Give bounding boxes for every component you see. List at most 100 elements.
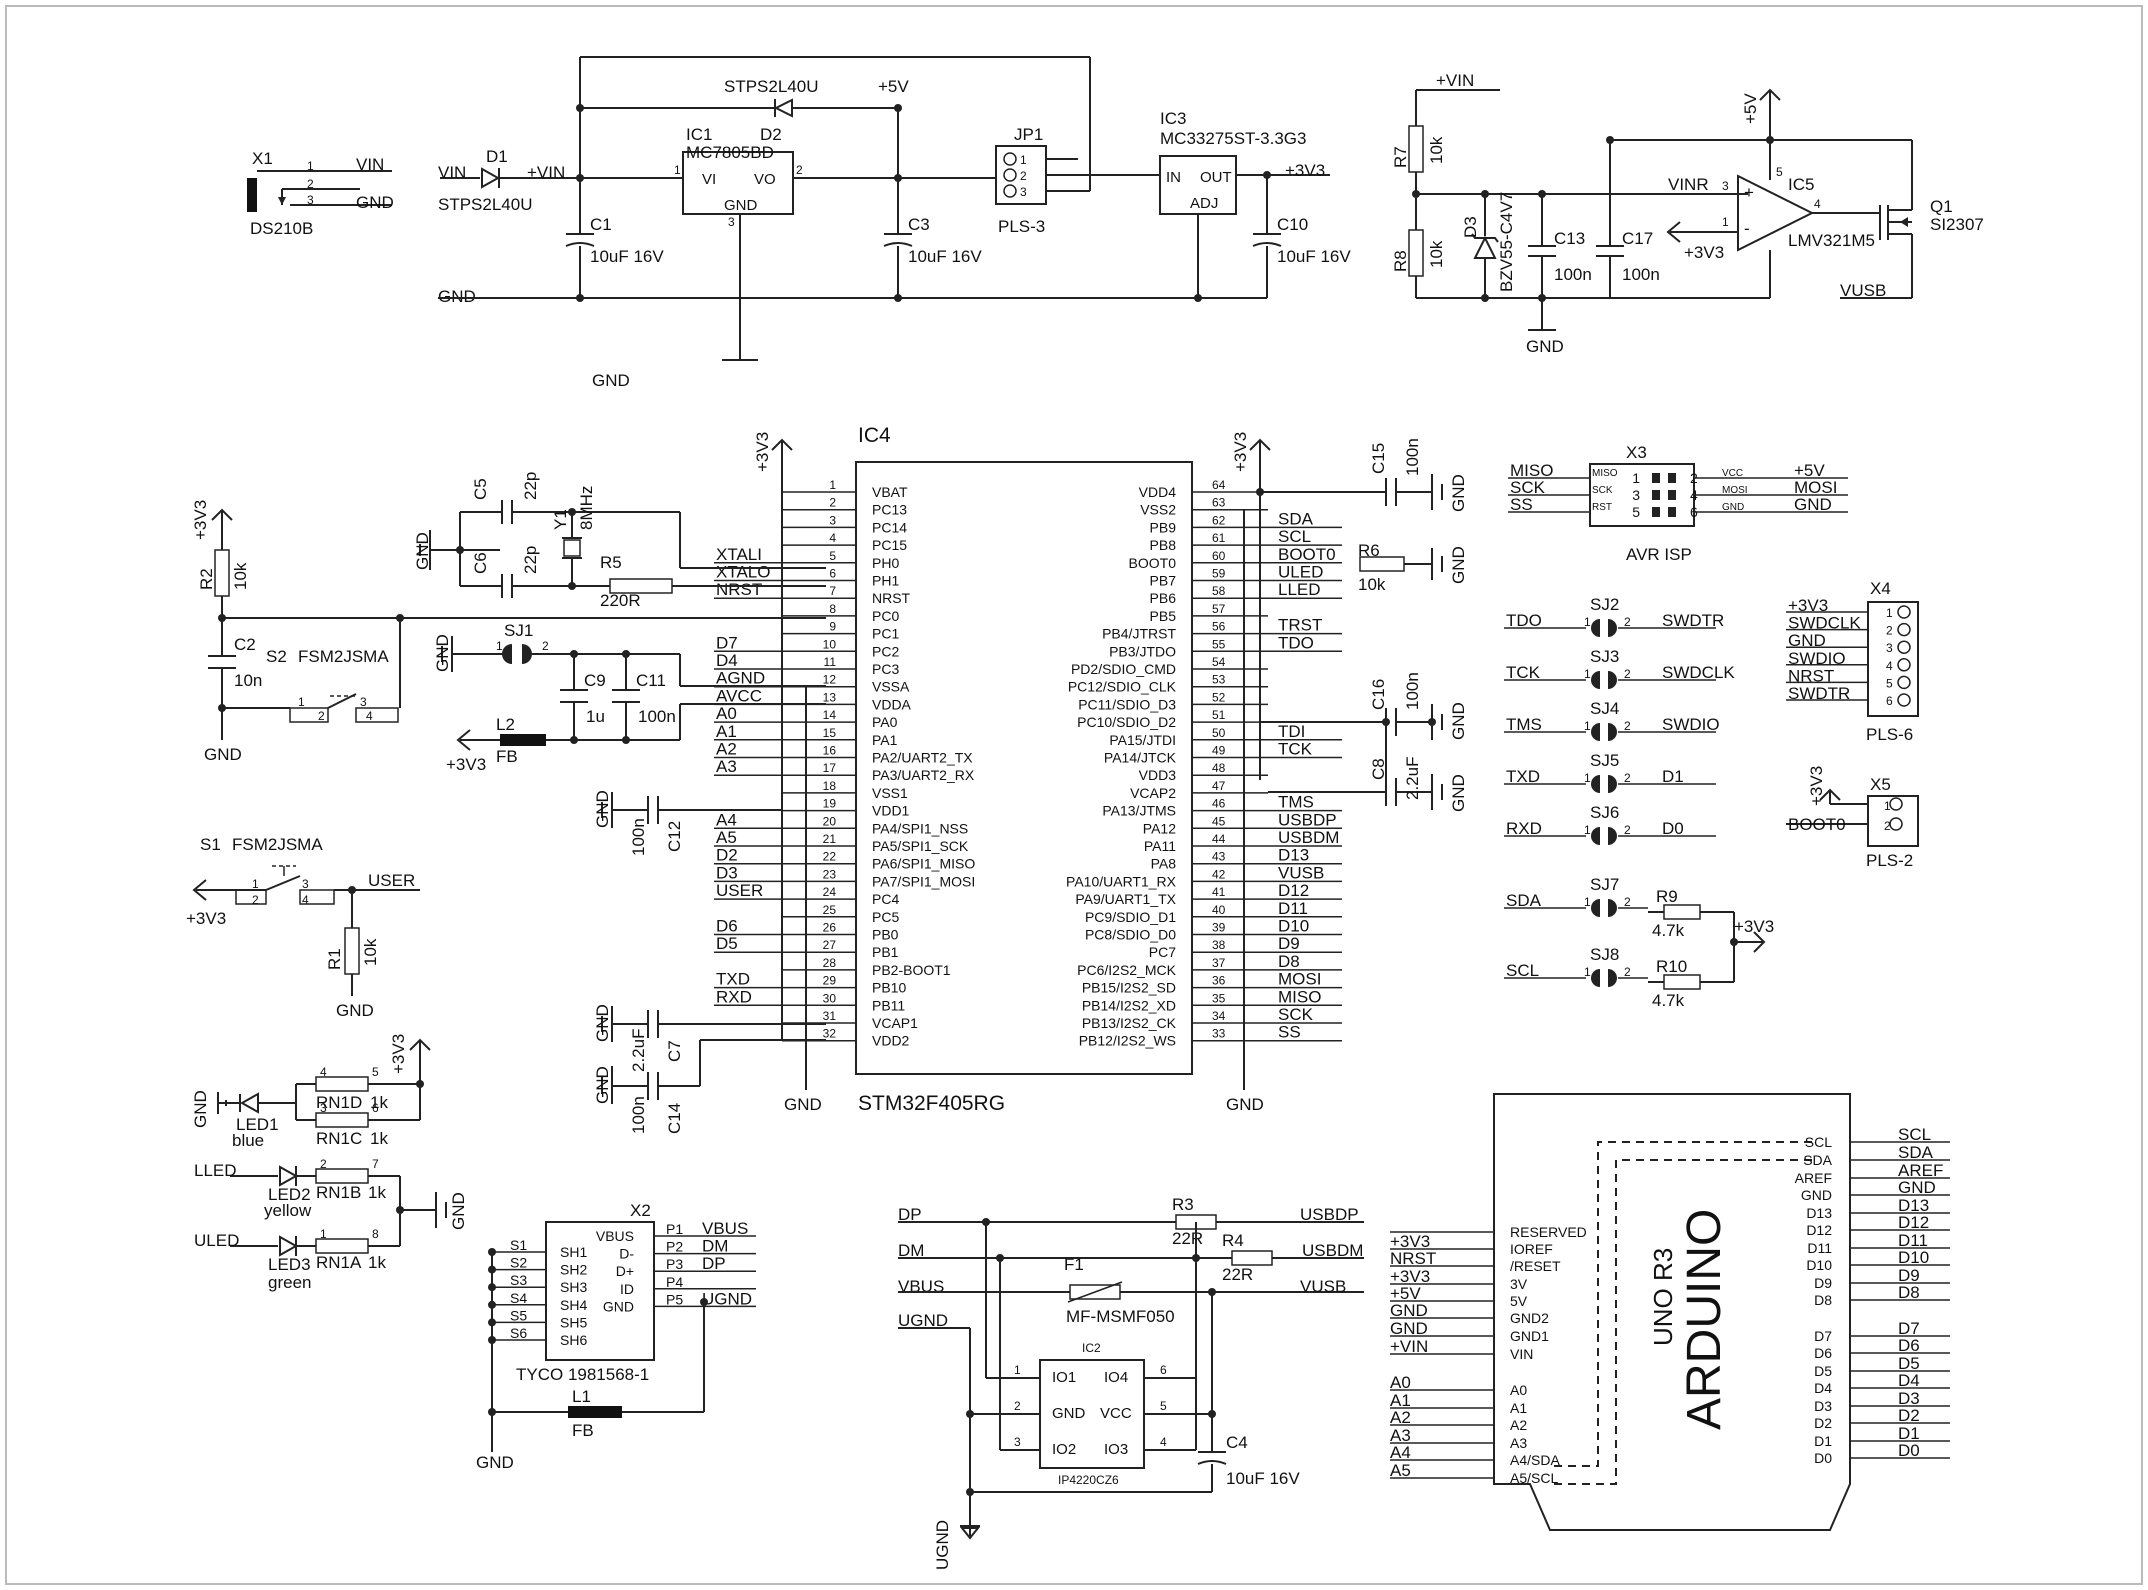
ic3-regulator <box>1159 155 1237 215</box>
svg-text:UGND: UGND <box>898 1311 948 1330</box>
svg-text:ADJ: ADJ <box>1190 195 1218 212</box>
svg-text:2: 2 <box>307 177 314 191</box>
isp-left-pin: 1 <box>1632 470 1640 486</box>
sj-pad <box>1608 827 1617 845</box>
x4-pin-number: 1 <box>1886 606 1893 620</box>
mcu-pin-number: 42 <box>1212 867 1226 881</box>
x2-shield-pin: S5 <box>510 1307 527 1323</box>
x4-pin-number: 4 <box>1886 659 1893 673</box>
svg-text:F1: F1 <box>1064 1255 1084 1274</box>
x4-net-label: NRST <box>1788 666 1834 685</box>
mcu-pin-number: 34 <box>1212 1009 1226 1023</box>
arduino-left-pin: 3V <box>1510 1276 1528 1292</box>
mcu-pin-name: PA15/JTDI <box>1109 732 1176 748</box>
arduino-left-net: GND <box>1390 1319 1428 1338</box>
svg-text:GND: GND <box>1226 1095 1264 1114</box>
mcu-pin-number: 60 <box>1212 549 1226 563</box>
mcu-net-label: A1 <box>716 722 737 741</box>
mcu-pin-name: PA7/SPI1_MOSI <box>872 873 975 889</box>
sj-left-net: SCL <box>1506 961 1539 980</box>
mcu-net-label: AVCC <box>716 686 762 705</box>
mcu-pin-name: PB7 <box>1150 573 1177 589</box>
svg-text:R3: R3 <box>1172 1195 1194 1214</box>
svg-text:FB: FB <box>496 747 518 766</box>
mcu-net-label: A2 <box>716 740 737 759</box>
mcu-net-label: AGND <box>716 669 765 688</box>
mcu-pin-name: PB3/JTDO <box>1109 643 1176 659</box>
arduino-right-pin: D9 <box>1814 1275 1832 1291</box>
sj-pin: 2 <box>1624 823 1631 837</box>
svg-text:Q1: Q1 <box>1930 197 1953 216</box>
mcu-pin-number: 63 <box>1212 496 1226 510</box>
sj-pad <box>1591 899 1600 917</box>
mcu-pin-number: 19 <box>823 797 837 811</box>
sj-pad <box>1591 619 1600 637</box>
svg-text:10k: 10k <box>1427 240 1446 268</box>
x2-signal-pin: P4 <box>666 1274 683 1290</box>
svg-text:FSM2JSMA: FSM2JSMA <box>232 835 323 854</box>
mcu-net-label: TMS <box>1278 793 1314 812</box>
d3-zener-icon <box>1473 235 1497 259</box>
x4-pin-circle <box>1897 605 1911 619</box>
sj-right-net: SWDTR <box>1662 611 1724 630</box>
sj-ref: SJ4 <box>1590 699 1619 718</box>
arduino-left-pin: A1 <box>1510 1400 1527 1416</box>
mcu-pin-name: PB1 <box>872 944 899 960</box>
sj-pad <box>1608 899 1617 917</box>
mcu-pin-number: 11 <box>824 655 837 669</box>
mcu-pin-name: PA0 <box>872 714 898 730</box>
svg-text:100n: 100n <box>1554 265 1592 284</box>
x1-part: DS210B <box>250 219 313 238</box>
svg-text:5: 5 <box>372 1065 379 1079</box>
arduino-right-pin: D12 <box>1806 1222 1832 1238</box>
sj-pad <box>1608 775 1617 793</box>
mcu-pin-name: PC14 <box>872 519 907 535</box>
mcu-pin-name: PC8/SDIO_D0 <box>1085 927 1176 943</box>
sj-pin: 2 <box>1624 895 1631 909</box>
x5-section: X5 PLS-2 +3V3 1 2 BOOT0 <box>1786 766 1919 870</box>
arduino-left-pin: IOREF <box>1510 1241 1553 1257</box>
x2-shield-name: SH2 <box>560 1262 587 1278</box>
arduino-right-net: D3 <box>1898 1389 1920 1408</box>
mcu-pin-number: 7 <box>829 584 836 598</box>
svg-text:R10: R10 <box>1656 957 1687 976</box>
x4-section: X4 PLS-6 1+3V32SWDCLK3GND4SWDIO5NRST6SWD… <box>1786 579 1919 744</box>
mcu-pin-name: PC7 <box>1149 944 1176 960</box>
svg-text:IC5: IC5 <box>1788 175 1814 194</box>
r10-resistor <box>1663 974 1701 990</box>
mcu-pin-number: 54 <box>1212 655 1226 669</box>
mcu-pin-number: 2 <box>829 496 836 510</box>
mcu-pin-name: PA9/UART1_TX <box>1075 891 1176 907</box>
svg-text:ULED: ULED <box>194 1231 239 1250</box>
sj-ref: SJ5 <box>1590 751 1619 770</box>
x2-shield-name: SH4 <box>560 1297 587 1313</box>
svg-text:+3V3: +3V3 <box>186 909 226 928</box>
svg-text:S2: S2 <box>266 647 287 666</box>
arduino-left-net: A1 <box>1390 1391 1411 1410</box>
sj-pin: 2 <box>1624 771 1631 785</box>
mcu-net-label: VUSB <box>1278 863 1324 882</box>
svg-text:3: 3 <box>1014 1435 1021 1449</box>
svg-text:1: 1 <box>1020 153 1027 167</box>
x2-signal-pin: P1 <box>666 1221 683 1237</box>
arduino-right-net: D7 <box>1898 1319 1920 1338</box>
mcu-net-label: D9 <box>1278 934 1300 953</box>
mcu-pin-number: 3 <box>829 513 836 527</box>
sj-pad <box>1591 969 1600 987</box>
arduino-right-pin: SDA <box>1803 1152 1832 1168</box>
mcu-pin-name: PB13/I2S2_CK <box>1082 1015 1177 1031</box>
svg-text:C15: C15 <box>1369 443 1388 474</box>
svg-text:PLS-3: PLS-3 <box>998 217 1045 236</box>
svg-text:C13: C13 <box>1554 229 1585 248</box>
arduino-left-pin: VIN <box>1510 1346 1533 1362</box>
svg-text:100n: 100n <box>638 707 676 726</box>
svg-text:1k: 1k <box>370 1093 388 1112</box>
svg-text:VUSB: VUSB <box>1300 1277 1346 1296</box>
svg-text:22p: 22p <box>521 546 540 574</box>
svg-text:FB: FB <box>572 1421 594 1440</box>
arduino-left-net: A2 <box>1390 1408 1411 1427</box>
mcu-pin-name: PD2/SDIO_CMD <box>1071 661 1176 677</box>
mcu-pin-number: 22 <box>823 850 837 864</box>
